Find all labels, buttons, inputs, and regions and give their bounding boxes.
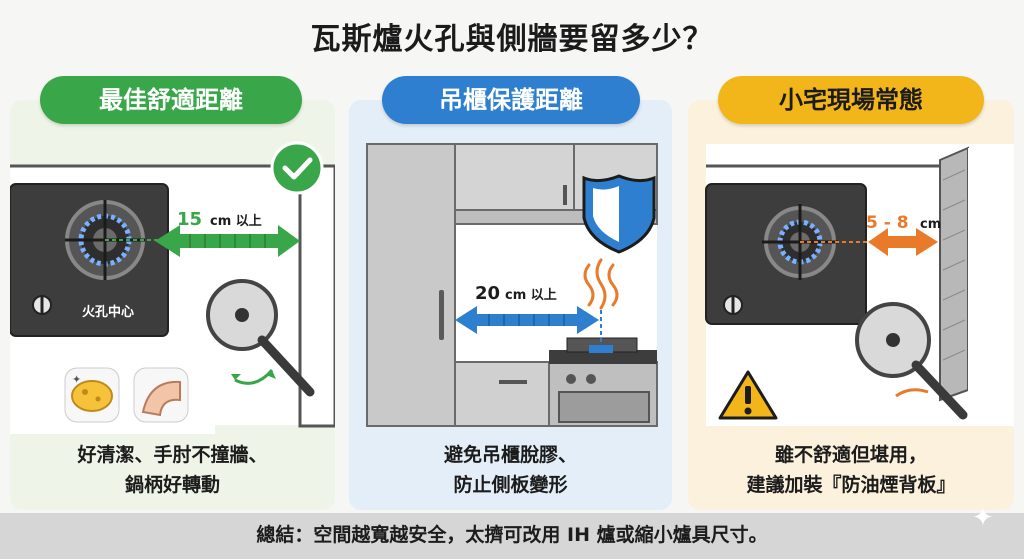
svg-text:✦: ✦ xyxy=(72,373,81,386)
burner-icon xyxy=(549,337,657,364)
knob-icon xyxy=(723,295,743,315)
burner-center-label: 火孔中心 xyxy=(82,304,134,320)
heading-best-distance: 最佳舒適距離 xyxy=(40,76,302,124)
best-caption-line1: 好清潔、手肘不撞牆、 xyxy=(77,444,268,466)
small-caption-line2: 建議加裝『防油煙背板』 xyxy=(746,474,956,496)
best-caption-line2: 鍋柄好轉動 xyxy=(124,474,220,496)
heading-cabinet-distance: 吊櫃保護距離 xyxy=(382,76,640,124)
best-measure-value: 15 xyxy=(177,209,202,230)
small-measure-unit: cm xyxy=(920,217,941,232)
small-measure-value: 5 - 8 xyxy=(866,213,909,233)
sparkle-icon: ✦ xyxy=(972,503,994,533)
cabinet-caption-line2: 防止側板變形 xyxy=(453,474,568,496)
cabinet-measure-unit: cm 以上 xyxy=(505,288,557,303)
elbow-icon xyxy=(133,367,189,423)
summary-text: 總結：空間越寬越安全，太擠可改用 IH 爐或縮小爐具尺寸。 xyxy=(256,524,768,546)
panel-best-distance: ✦ 火孔中心 15 cm 以上 好清潔、手肘不撞牆、 鍋柄好轉動 xyxy=(10,100,335,510)
panel-small-home: 5 - 8 cm 雖不舒適但堪用， 建議加裝『防油煙背板』 xyxy=(688,100,1014,510)
small-home-illustration: 5 - 8 cm xyxy=(705,144,1014,426)
panel-cabinet-distance: 20 cm 以上 避免吊櫃脫膠、 防止側板變形 xyxy=(349,100,672,510)
warning-icon xyxy=(718,370,778,420)
tall-cabinet xyxy=(366,143,456,427)
distance-arrow xyxy=(868,228,938,256)
heading-small-home: 小宅現場常態 xyxy=(718,76,984,124)
cabinet-measure-value: 20 xyxy=(475,283,500,304)
pan-icon xyxy=(206,279,315,397)
distance-arrow xyxy=(455,306,599,334)
heat-waves-icon xyxy=(583,258,619,310)
distance-arrow xyxy=(155,225,300,257)
best-distance-illustration: ✦ 火孔中心 15 cm 以上 xyxy=(10,141,335,434)
shield-icon xyxy=(582,174,656,254)
sponge-icon: ✦ xyxy=(64,367,120,423)
summary-bar: 總結：空間越寬越安全，太擠可改用 IH 爐或縮小爐具尺寸。 xyxy=(0,513,1024,559)
pan-icon xyxy=(855,302,968,420)
check-icon xyxy=(270,141,324,195)
best-measure-unit: cm 以上 xyxy=(210,214,262,229)
cabinet-caption-line1: 避免吊櫃脫膠、 xyxy=(443,444,577,466)
cabinet-distance-illustration: 20 cm 以上 xyxy=(366,143,658,427)
knob-icon xyxy=(32,295,52,315)
small-caption-line1: 雖不舒適但堪用， xyxy=(774,444,927,466)
backsplash-panel xyxy=(939,146,1014,426)
page-title: 瓦斯爐火孔與側牆要留多少？ xyxy=(310,22,714,57)
